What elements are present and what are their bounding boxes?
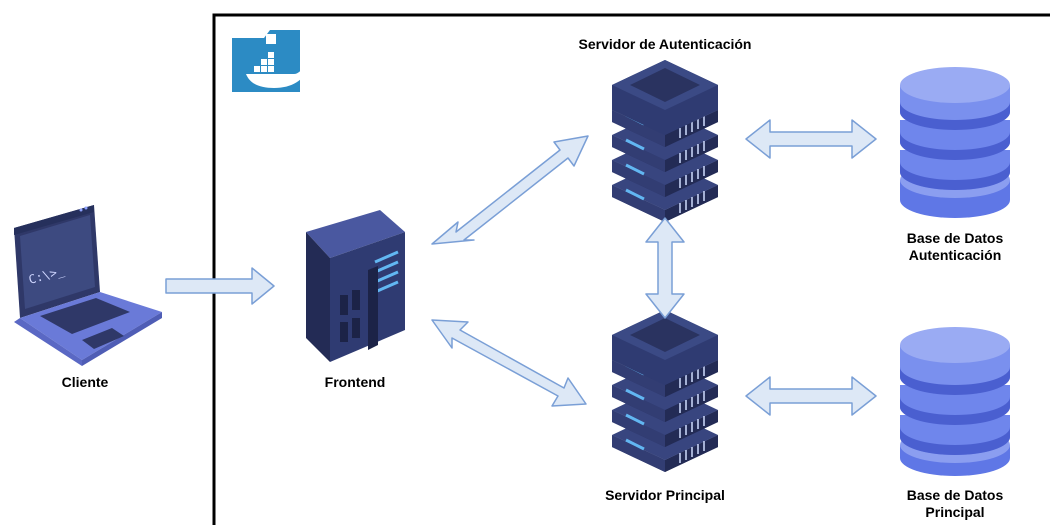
main-database-icon [900,327,1010,476]
arrow-frontend-main [431,319,587,407]
arrow-client-frontend [165,267,275,305]
label-servidor-autenticacion: Servidor de Autenticación [578,36,752,52]
arrow-frontend-auth [431,135,589,245]
docker-icon [232,30,308,92]
label-bd-auth-line2: Autenticación [908,247,1002,263]
auth-database-icon [900,67,1010,218]
label-bd-autenticacion: Base de Datos Autenticación [880,230,1030,264]
arrow-main-db [745,376,877,416]
label-bd-principal-line2: Principal [925,504,985,520]
main-server-icon [612,310,718,472]
laptop-icon: C:\>_ [14,205,162,366]
label-servidor-principal: Servidor Principal [605,487,725,503]
arrow-auth-db [745,119,877,159]
auth-server-icon [612,60,718,222]
label-bd-auth-line1: Base de Datos [906,230,1004,246]
arrow-auth-main [645,217,685,319]
label-bd-principal-line1: Base de Datos [906,487,1004,503]
label-bd-principal: Base de Datos Principal [880,487,1030,521]
frontend-server-icon [306,210,405,362]
label-frontend: Frontend [324,374,386,390]
label-cliente: Cliente [61,374,109,390]
